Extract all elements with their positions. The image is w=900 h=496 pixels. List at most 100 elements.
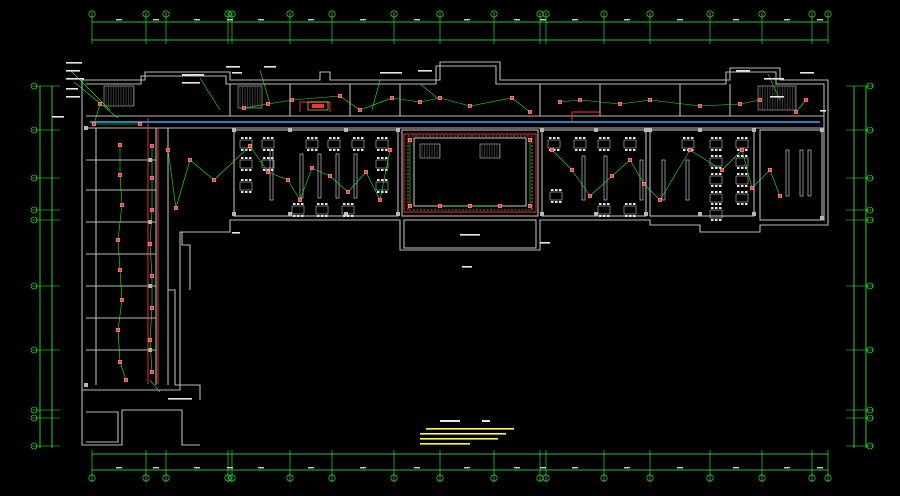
wire-segment — [571, 169, 591, 197]
wire-segment — [629, 159, 645, 185]
chair — [629, 203, 632, 205]
dimension-text-bar — [784, 19, 790, 21]
column — [288, 212, 292, 216]
grid-bubble-icon — [224, 10, 232, 18]
chair — [337, 137, 340, 139]
fire-detector-icon — [510, 96, 514, 100]
dimension-text-bar — [360, 467, 366, 469]
chair — [377, 179, 380, 181]
wire-segment — [619, 99, 651, 105]
chair — [549, 137, 552, 139]
chair — [607, 149, 610, 151]
bench — [639, 159, 644, 201]
chair — [357, 137, 360, 139]
bench — [661, 159, 666, 201]
chair — [629, 137, 632, 139]
chair — [737, 137, 740, 139]
chair — [377, 169, 380, 171]
chair — [249, 137, 252, 139]
wire-segment — [249, 145, 269, 173]
table-icon — [239, 181, 253, 191]
chair — [357, 149, 360, 151]
grid-bubble-icon — [30, 206, 38, 214]
chair — [353, 137, 356, 139]
chair — [579, 137, 582, 139]
chair — [241, 137, 244, 139]
chair — [745, 185, 748, 187]
chair — [333, 137, 336, 139]
grid-bubble-icon — [536, 10, 544, 18]
wire-segment — [611, 159, 631, 177]
chair — [241, 157, 244, 159]
table-icon — [597, 139, 611, 149]
grid-bubble-icon — [328, 10, 336, 18]
chair — [599, 215, 602, 217]
wire-segment — [559, 99, 581, 103]
grid-bubble-icon — [646, 474, 654, 482]
chair — [737, 155, 740, 157]
chair — [311, 149, 314, 151]
wire-segment — [149, 209, 153, 245]
chair — [385, 157, 388, 159]
chair — [553, 137, 556, 139]
fire-detector-icon — [188, 158, 192, 162]
chair — [633, 215, 636, 217]
chair — [245, 157, 248, 159]
column — [148, 158, 152, 162]
dimension-text-bar — [258, 19, 264, 21]
grid-bubble-icon — [436, 474, 444, 482]
table-icon — [735, 175, 749, 185]
grid-bubble-icon — [866, 414, 874, 422]
fire-detector-icon — [150, 274, 154, 278]
fire-detector-icon — [150, 370, 154, 374]
column — [84, 383, 88, 387]
wire-segment — [175, 159, 191, 209]
chair — [603, 215, 606, 217]
chair — [633, 149, 636, 151]
dimension-text-bar — [464, 467, 470, 469]
column — [396, 128, 400, 132]
wire-segment — [119, 361, 127, 381]
table-icon — [547, 139, 561, 149]
grid-bubble-icon — [30, 346, 38, 354]
wire-segment — [769, 169, 781, 197]
chair — [599, 203, 602, 205]
fire-detector-icon — [378, 198, 382, 202]
fire-detector-icon — [120, 203, 124, 207]
chair — [293, 203, 296, 205]
chair — [711, 167, 714, 169]
chair — [249, 179, 252, 181]
column — [148, 284, 152, 288]
chair — [325, 215, 328, 217]
bench — [353, 153, 358, 199]
leader-line — [371, 79, 381, 111]
column — [644, 128, 648, 132]
chair — [719, 219, 722, 221]
bench — [603, 155, 608, 201]
chair — [603, 203, 606, 205]
fire-detector-icon — [248, 144, 252, 148]
chair — [321, 203, 324, 205]
stair-icon — [103, 85, 797, 159]
fire-detector-icon — [92, 94, 808, 382]
fire-detector-icon — [328, 174, 332, 178]
table-icon — [709, 175, 723, 185]
table-icon — [291, 205, 305, 215]
chair — [575, 149, 578, 151]
fire-detector-icon — [738, 102, 742, 106]
chair — [715, 149, 718, 151]
label-text-bar — [66, 62, 82, 64]
chair — [683, 149, 686, 151]
wire-segment — [551, 149, 573, 171]
wire-segment — [117, 329, 121, 363]
red-loop-wiring — [147, 101, 600, 384]
chair — [271, 169, 274, 171]
table-icon — [735, 193, 749, 203]
bench-rows — [269, 149, 812, 201]
wire-segment — [795, 99, 807, 113]
dimension-text-bar — [308, 19, 314, 21]
chair — [745, 137, 748, 139]
column — [698, 128, 702, 132]
chair — [267, 169, 270, 171]
